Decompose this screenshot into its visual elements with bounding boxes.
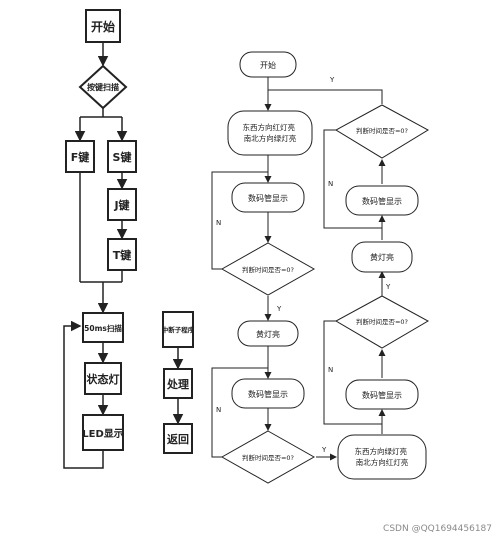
right-flow-lines <box>211 77 386 461</box>
status-light-box: 状态灯 <box>84 362 122 395</box>
scan-50ms-box: 50ms扫描 <box>82 312 124 343</box>
judge-2-n-label: N <box>216 406 221 414</box>
ew-green-ns-red-label: 东西方向绿灯亮 南北方向红灯亮 <box>355 446 410 467</box>
interrupt-process-label: 处理 <box>166 377 189 391</box>
judge-4-y-label: Y <box>329 76 335 84</box>
j-key-box: J键 <box>107 188 137 221</box>
yellow-light-2: 黄灯亮 <box>351 241 413 273</box>
t-key-label: T键 <box>113 248 133 262</box>
led-display-label: LED显示 <box>82 428 124 440</box>
yellow-light-1: 黄灯亮 <box>237 320 299 347</box>
digit-display-4-label: 数码管显示 <box>362 196 402 206</box>
digit-display-2-label: 数码管显示 <box>248 389 288 399</box>
digit-display-4: 数码管显示 <box>345 185 419 216</box>
interrupt-title-label: 中断子程序 <box>162 325 195 334</box>
judge-time-4-label: 判断时间是否=0? <box>356 126 408 135</box>
ew-red-line: 东西方向红灯亮 <box>243 122 296 132</box>
s-key-label: S键 <box>113 150 133 164</box>
ew-red-ns-green-box: 东西方向红灯亮 南北方向绿灯亮 <box>227 110 313 156</box>
scan-50ms-label: 50ms扫描 <box>84 323 122 333</box>
left-flow-lines <box>63 42 128 469</box>
judge-time-1: 判断时间是否=0? <box>220 242 316 296</box>
judge-2-y-label: Y <box>321 446 327 454</box>
interrupt-return-label: 返回 <box>167 432 189 446</box>
yellow-light-1-label: 黄灯亮 <box>256 329 280 339</box>
ns-green-line: 南北方向绿灯亮 <box>244 133 297 143</box>
interrupt-return-box: 返回 <box>163 423 193 454</box>
right-start-box: 开始 <box>239 51 297 78</box>
f-key-label: F键 <box>71 150 91 164</box>
judge-1-n-label: N <box>216 219 221 227</box>
digit-display-3-label: 数码管显示 <box>362 390 402 400</box>
ew-red-ns-green-label: 东西方向红灯亮 南北方向绿灯亮 <box>243 122 298 143</box>
s-key-box: S键 <box>107 140 137 173</box>
yellow-light-2-label: 黄灯亮 <box>370 252 394 262</box>
judge-time-2: 判断时间是否=0? <box>220 430 316 484</box>
judge-time-3: 判断时间是否=0? <box>334 295 430 349</box>
digit-display-2: 数码管显示 <box>231 378 305 409</box>
led-display-box: LED显示 <box>82 414 124 451</box>
j-key-label: J键 <box>113 198 130 212</box>
status-light-label: 状态灯 <box>87 372 120 386</box>
judge-time-2-label: 判断时间是否=0? <box>242 453 294 462</box>
left-start-box: 开始 <box>85 9 121 43</box>
interrupt-process-box: 处理 <box>163 368 193 399</box>
judge-time-3-label: 判断时间是否=0? <box>356 317 408 326</box>
ew-green-ns-red-box: 东西方向绿灯亮 南北方向红灯亮 <box>337 434 427 480</box>
t-key-box: T键 <box>107 238 137 271</box>
judge-4-n-label: N <box>328 180 333 188</box>
ns-red-line: 南北方向红灯亮 <box>356 457 409 467</box>
f-key-box: F键 <box>65 140 95 173</box>
digit-display-3: 数码管显示 <box>345 379 419 410</box>
right-start-label: 开始 <box>260 60 276 70</box>
ew-green-line: 东西方向绿灯亮 <box>355 446 408 456</box>
judge-3-y-label: Y <box>385 283 391 291</box>
key-scan-decision: 按键扫描 <box>78 64 128 110</box>
judge-time-1-label: 判断时间是否=0? <box>242 265 294 274</box>
interrupt-title-box: 中断子程序 <box>162 311 195 348</box>
key-scan-label: 按键扫描 <box>87 82 119 92</box>
digit-display-1: 数码管显示 <box>231 182 305 213</box>
judge-3-n-label: N <box>328 366 333 374</box>
judge-time-4: 判断时间是否=0? <box>334 104 430 159</box>
digit-display-1-label: 数码管显示 <box>248 193 288 203</box>
left-start-label: 开始 <box>91 19 115 34</box>
watermark: CSDN @QQ1694456187 <box>383 524 492 534</box>
judge-1-y-label: Y <box>276 305 282 313</box>
